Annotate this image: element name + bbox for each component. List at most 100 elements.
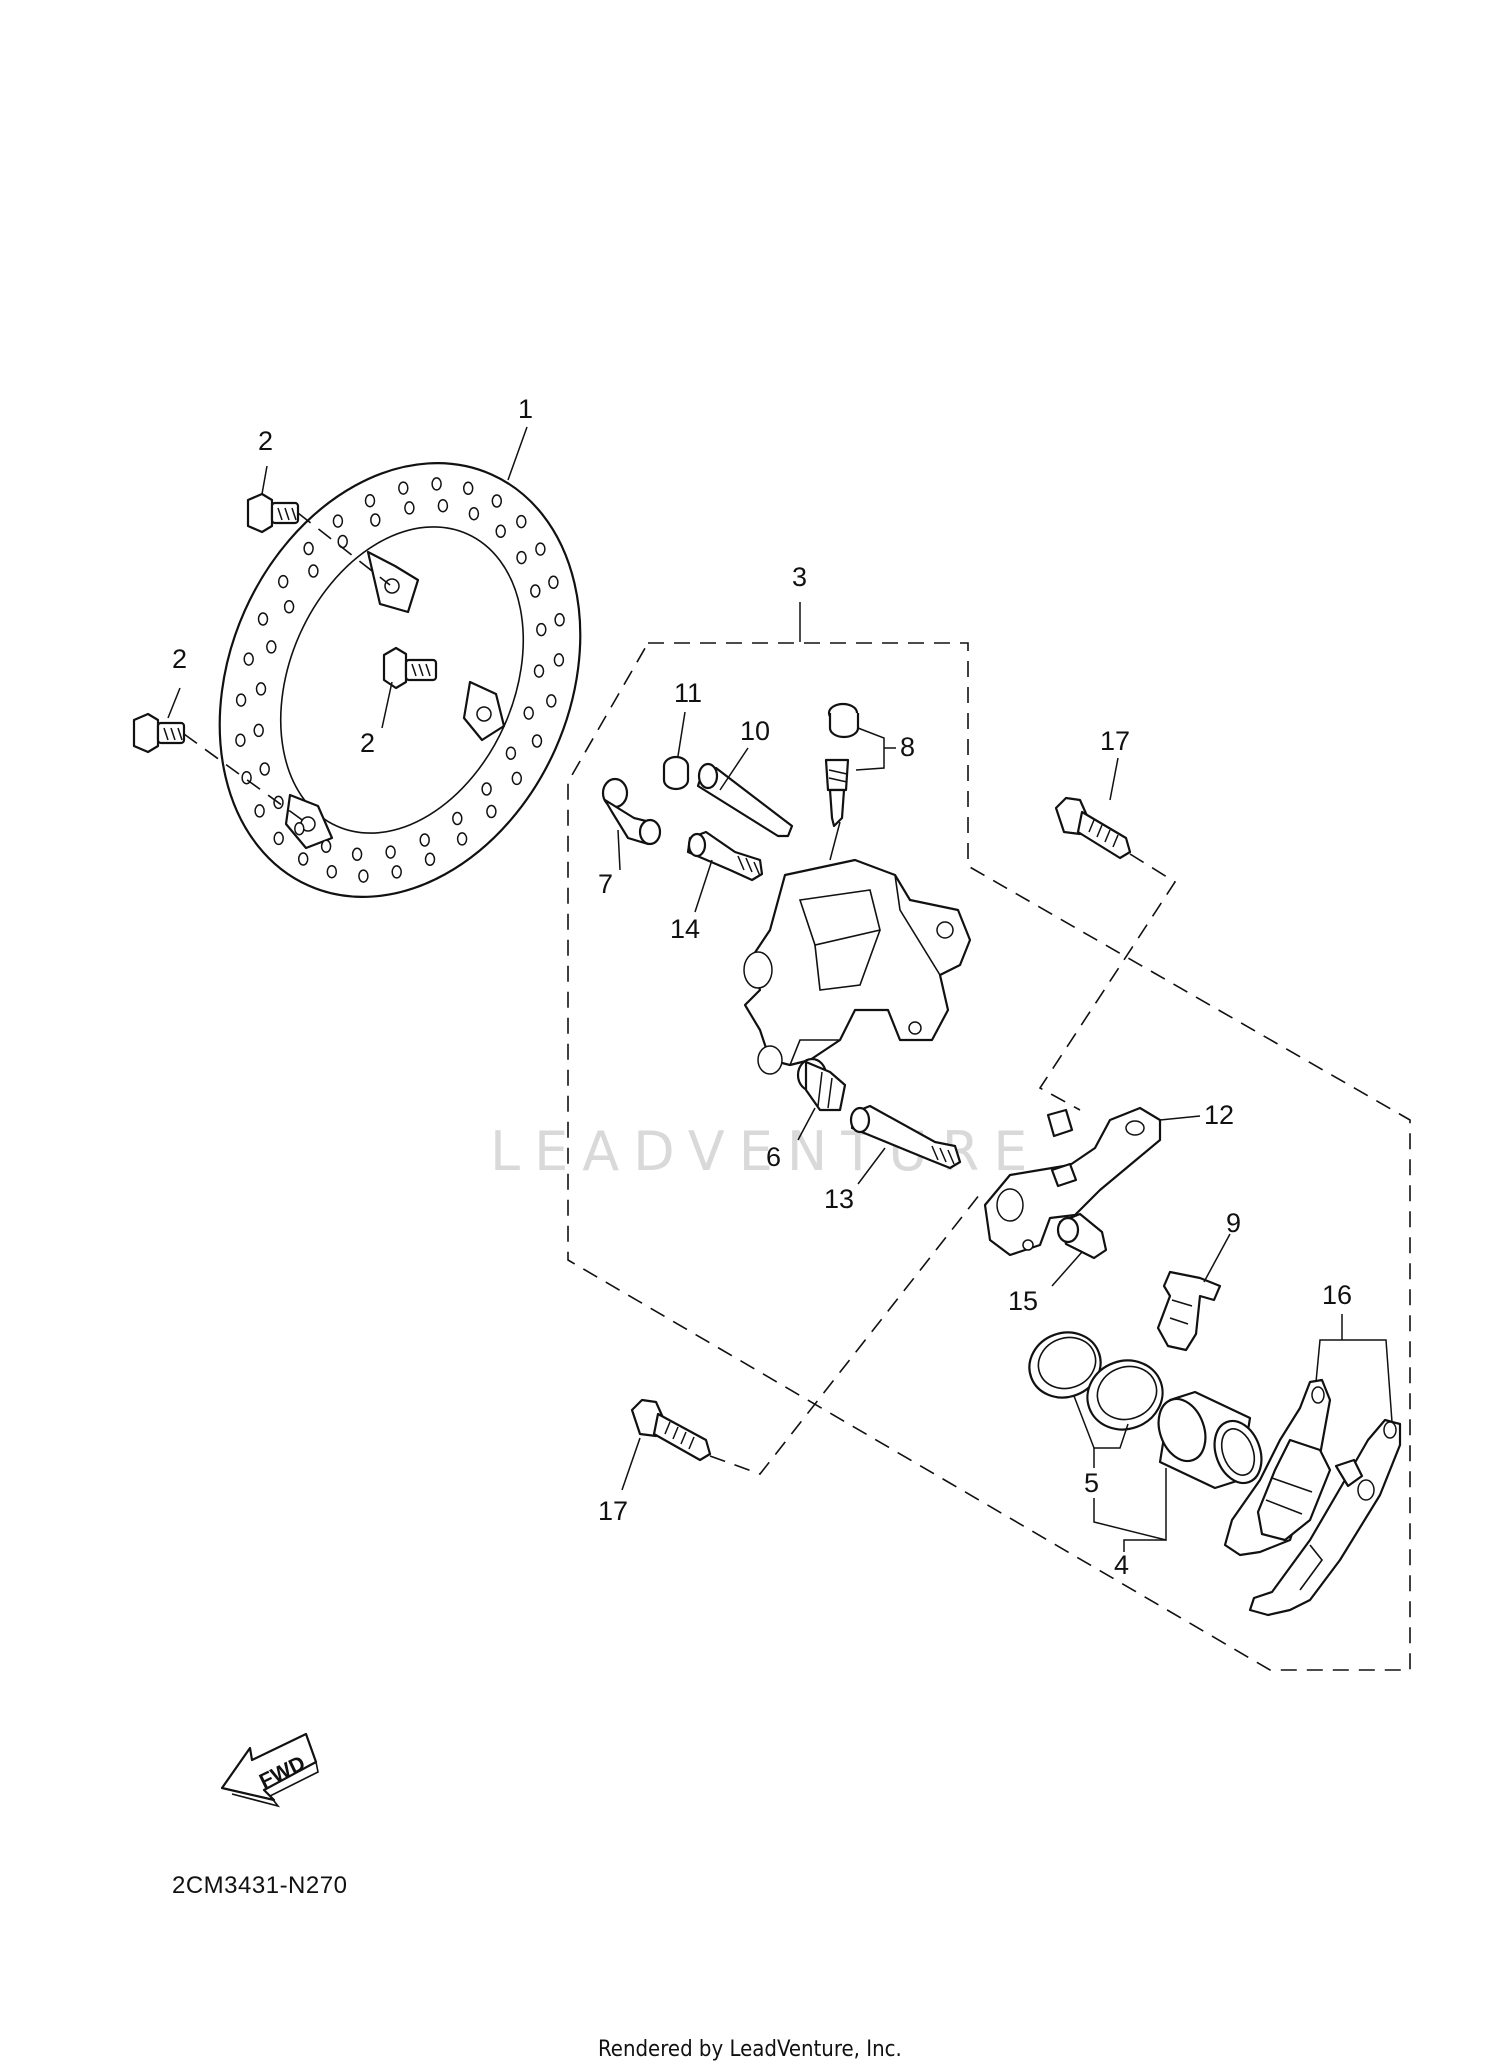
disc-vent-hole — [530, 584, 541, 598]
disc-vent-hole — [235, 693, 247, 707]
callout-15: 15 — [1008, 1286, 1038, 1316]
disc-vent-hole — [351, 847, 363, 862]
pad-spring — [1156, 1270, 1222, 1352]
disc-vent-hole — [364, 493, 376, 508]
disc-bolt-middle — [382, 646, 438, 690]
disc-vent-hole — [358, 869, 369, 883]
disc-vent-hole — [391, 865, 402, 879]
disc-vent-hole — [424, 852, 436, 867]
disc-vent-hole — [254, 804, 265, 818]
disc-vent-hole — [486, 804, 497, 819]
disc-vent-hole — [533, 664, 545, 678]
caliper-piston — [1157, 1390, 1263, 1490]
callout-3: 3 — [792, 562, 807, 592]
callout-9: 9 — [1226, 1208, 1241, 1238]
disc-vent-hole — [257, 612, 269, 626]
slide-pin — [849, 1104, 962, 1170]
mounting-bolt-lower — [630, 1193, 981, 1475]
disc-vent-hole — [536, 622, 547, 637]
disc-vent-hole — [255, 682, 267, 696]
disc-bolt-top — [246, 492, 391, 586]
disc-vent-hole — [294, 821, 305, 836]
bracket-spacer — [1056, 1212, 1108, 1260]
disc-vent-hole — [437, 498, 449, 513]
disc-vent-hole — [546, 694, 557, 708]
disc-vent-hole — [456, 832, 468, 846]
disc-vent-hole — [259, 762, 270, 776]
disc-vent-hole — [516, 514, 527, 529]
disc-vent-hole — [398, 481, 409, 495]
disc-vent-hole — [303, 541, 314, 556]
callout-12: 12 — [1204, 1100, 1234, 1130]
callout-13: 13 — [824, 1184, 854, 1214]
disc-vent-hole — [385, 845, 396, 859]
callout-4: 4 — [1114, 1550, 1129, 1580]
caliper-boot — [796, 1057, 847, 1112]
caliper-body — [743, 858, 972, 1075]
disc-vent-hole — [505, 746, 517, 760]
disc-vent-hole — [273, 831, 284, 846]
disc-vent-hole — [277, 574, 289, 589]
pin-boot — [601, 777, 662, 846]
dust-seal — [1086, 1359, 1164, 1431]
callout-17-lower: 17 — [598, 1496, 628, 1526]
callout-5: 5 — [1084, 1468, 1099, 1498]
callout-labels: 1 2 2 2 3 4 5 6 7 8 9 10 11 12 13 14 15 … — [172, 394, 1352, 1580]
bleed-screw — [824, 702, 860, 828]
disc-vent-hole — [535, 542, 546, 556]
disc-vent-hole — [419, 833, 430, 847]
callout-8: 8 — [900, 732, 915, 762]
disc-bolt-left — [132, 712, 306, 823]
callout-14: 14 — [670, 914, 700, 944]
render-credit: Rendered by LeadVenture, Inc. — [598, 2037, 902, 2062]
dust-cap — [662, 755, 690, 791]
disc-vent-hole — [548, 575, 559, 590]
caliper-pin-long — [696, 762, 794, 838]
mounting-bolt-upper — [1038, 796, 1177, 1111]
disc-vent-hole — [511, 771, 523, 786]
disc-vent-hole — [554, 613, 565, 627]
forward-direction-arrow: FWD — [220, 1732, 319, 1808]
disc-vent-hole — [297, 852, 309, 866]
piston-seal — [1028, 1331, 1102, 1399]
callout-7: 7 — [598, 869, 613, 899]
disc-vent-hole — [332, 514, 344, 528]
caliper-assembly-boundary — [567, 642, 1411, 1671]
disc-vent-hole — [266, 640, 277, 654]
caliper-pin-short — [686, 830, 764, 882]
disc-vent-hole — [283, 600, 295, 614]
callout-6: 6 — [766, 1142, 781, 1172]
callout-17-upper: 17 — [1100, 726, 1130, 756]
disc-vent-hole — [491, 494, 503, 508]
disc-vent-hole — [243, 652, 254, 666]
disc-vent-hole — [516, 550, 527, 565]
disc-vent-hole — [468, 506, 480, 521]
callout-11: 11 — [674, 678, 702, 708]
disc-vent-hole — [431, 477, 442, 491]
callout-10: 10 — [740, 716, 770, 746]
callout-2-top: 2 — [258, 426, 273, 456]
callout-2-middle: 2 — [360, 728, 375, 758]
disc-vent-hole — [452, 811, 463, 826]
disc-vent-hole — [308, 564, 319, 578]
brake-pads — [1223, 1378, 1402, 1617]
callout-1: 1 — [518, 394, 533, 424]
disc-vent-hole — [253, 723, 264, 738]
disc-vent-hole — [481, 782, 492, 796]
disc-vent-hole — [523, 706, 534, 720]
disc-vent-hole — [370, 513, 381, 527]
callout-16: 16 — [1322, 1280, 1352, 1310]
disc-vent-hole — [495, 524, 506, 539]
callout-2-left: 2 — [172, 644, 187, 674]
disc-vent-hole — [404, 501, 415, 515]
caliper-bracket — [983, 1106, 1162, 1257]
disc-vent-hole — [235, 733, 246, 747]
diagram-code: 2CM3431-N270 — [172, 1872, 347, 1899]
disc-vent-hole — [553, 653, 565, 667]
leader-lines — [167, 426, 1393, 1552]
disc-vent-hole — [320, 839, 332, 854]
disc-vent-hole — [531, 734, 543, 748]
disc-vent-hole — [462, 481, 474, 496]
disc-vent-hole — [326, 864, 338, 879]
